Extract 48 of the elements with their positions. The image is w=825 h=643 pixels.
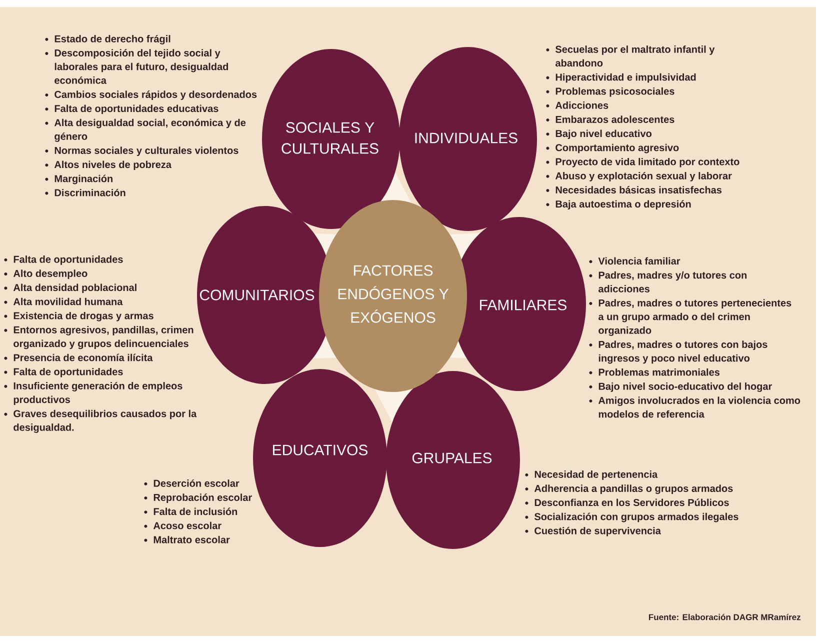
list-item: Necesidad de pertenencia — [534, 470, 658, 480]
list-item: Amigos involucrados en la violencia como modelos de referencia — [598, 396, 800, 418]
list-item: Secuelas por el maltrato infantil y abandono — [556, 46, 715, 67]
list-item: Falta de inclusión — [154, 508, 238, 516]
list-item: Existencia de drogas y armas — [14, 312, 154, 322]
list-item: Necesidades básicas insatisfechas — [556, 186, 722, 194]
list-item: Normas sociales y culturales violentos — [54, 146, 238, 156]
list-item: Alta movilidad humana — [13, 298, 123, 306]
list-item: Baja autoestima o depresión — [556, 200, 691, 210]
list-item: Reprobación escolar — [154, 494, 252, 503]
list-item: Maltrato escolar — [154, 536, 230, 544]
list-item: Socialización con grupos armados ilegales — [534, 512, 738, 522]
list-item: Alta desigualdad social, económica y de género — [54, 118, 246, 142]
list-item: Presencia de economía ilícita — [14, 354, 153, 362]
list-item: Altos niveles de pobreza — [54, 160, 172, 170]
list-item: Padres, madres y/o tutores con adicciones — [598, 271, 747, 292]
list-item: Violencia familiar — [598, 257, 680, 265]
list-item: Bajo nivel educativo — [556, 130, 652, 140]
list-item: Descomposición del tejido social y laborales para el futuro, desigualdad económica — [54, 49, 228, 84]
list-item: Alto desempleo — [13, 270, 88, 279]
list-item: Entornos agresivos, pandillas, crimen organizado y grupos delincuenciales — [14, 326, 194, 350]
list-item: Adicciones — [555, 102, 608, 109]
list-item: Alta densidad poblacional — [13, 284, 136, 294]
list-item: Hiperactividad e impulsividad — [556, 73, 696, 83]
list-item: Adherencia a pandillas o grupos armados — [534, 484, 733, 494]
list-item: Problemas psicosociales — [556, 87, 674, 97]
list-item: Estado de derecho frágil — [54, 34, 170, 44]
list-item: Abuso y explotación sexual y laborar — [555, 172, 732, 182]
list-item: Graves desequilibrios causados por la desigualdad. — [14, 410, 197, 433]
list-item: Falta de oportunidades — [14, 368, 123, 378]
list-item: Cuestión de supervivencia — [534, 526, 661, 536]
list-item: Padres, madres o tutores pertenecientes a un grupo armado o del crimen organizado — [598, 299, 792, 336]
list-item: Comportamiento agresivo — [556, 144, 679, 154]
list-item: Deserción escolar — [154, 479, 240, 487]
list-item: Insuficiente generación de empleos productivos — [14, 382, 182, 406]
list-item: Acoso escolar — [153, 522, 222, 530]
list-item: Marginación — [54, 174, 112, 184]
list-item: Proyecto de vida limitado por contexto — [556, 158, 740, 168]
list-item: Padres, madres o tutores con bajos ingresos y poco nivel educativo — [598, 340, 768, 364]
list-item: Problemas matrimoniales — [598, 368, 720, 376]
list-item: Cambios sociales rápidos y desordenados — [54, 90, 257, 100]
list-item: Falta de oportunidades educativas — [54, 104, 218, 114]
list-item: Embarazos adolescentes — [556, 116, 674, 123]
source-note: Fuente: Elaboración DAGR MRamírez — [648, 614, 800, 620]
list-item: Discriminación — [54, 188, 126, 196]
list-item: Falta de oportunidades — [14, 256, 123, 265]
list-item: Bajo nivel socio-educativo del hogar — [598, 382, 772, 392]
list-item: Desconfianza en los Servidores Públicos — [534, 498, 729, 506]
